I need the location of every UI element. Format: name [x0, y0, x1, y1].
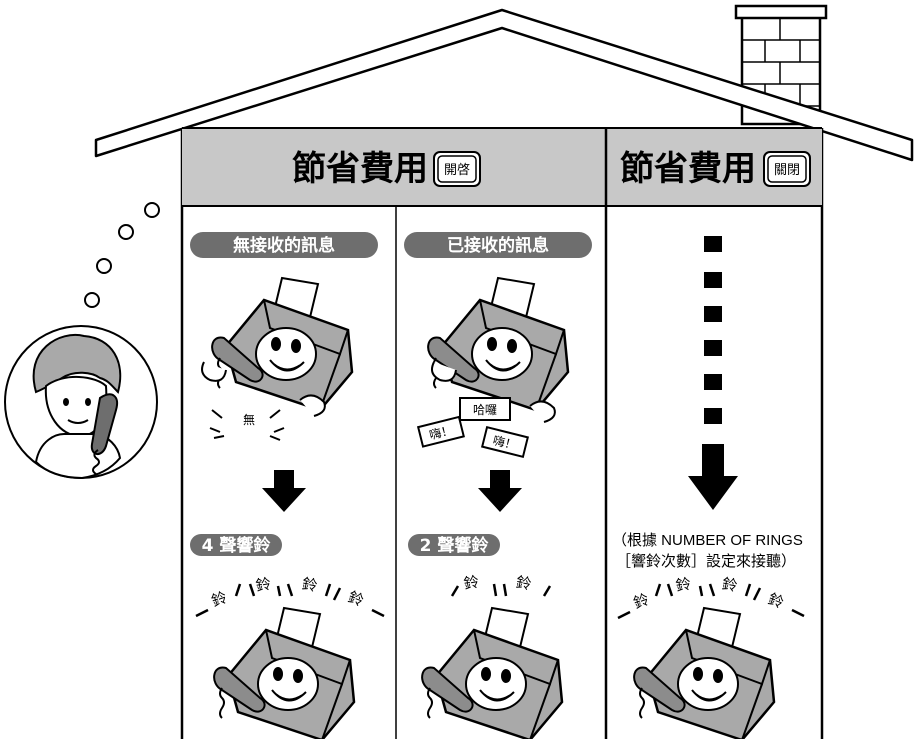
- hand-right-2: [529, 400, 556, 423]
- badge-on-frame: [433, 151, 481, 187]
- fax-machine-1: [210, 276, 354, 412]
- svg-text:鈴: 鈴: [462, 573, 480, 593]
- fax-machine-3: [632, 606, 776, 739]
- fax-machine-1b: [212, 606, 356, 739]
- silence-marks: [209, 409, 285, 441]
- hand-right-1: [299, 394, 326, 417]
- hand-left-1: [201, 361, 227, 382]
- thought-bubbles: [84, 202, 160, 308]
- section-title-on: 節省費用: [292, 149, 428, 189]
- svg-text:鈴: 鈴: [631, 590, 651, 612]
- svg-text:鈴: 鈴: [346, 588, 366, 610]
- section-title-off: 節省費用: [620, 149, 756, 189]
- callout-hi-left: 嗨！: [416, 415, 465, 448]
- badge-off-frame: [763, 151, 811, 187]
- pill-4-rings: [190, 534, 282, 556]
- rings-note-line2: ［響鈴次數］設定來接聽）: [616, 552, 796, 570]
- callout-hello: 哈囉: [459, 397, 511, 421]
- svg-text:鈴: 鈴: [515, 573, 533, 593]
- svg-text:鈴: 鈴: [209, 588, 229, 610]
- pill-no-message: [190, 232, 378, 258]
- pill-2-rings: [408, 534, 500, 556]
- svg-text:嗨！: 嗨！: [428, 423, 455, 442]
- fax-machine-2b: [420, 606, 564, 739]
- pill-message-received-label: 已接收的訊息: [447, 235, 549, 256]
- pill-message-received: [404, 232, 592, 258]
- svg-text:鈴: 鈴: [721, 575, 739, 595]
- pill-2-rings-label: 2 聲響鈴: [420, 535, 490, 556]
- ring-marks-3: 鈴 鈴 鈴 鈴: [617, 575, 805, 620]
- svg-text:鈴: 鈴: [301, 575, 319, 595]
- pill-no-message-label: 無接收的訊息: [233, 235, 335, 256]
- rings-note-line1: （根據 NUMBER OF RINGS: [612, 532, 803, 549]
- svg-text:鈴: 鈴: [766, 590, 786, 612]
- svg-text:鈴: 鈴: [674, 575, 692, 595]
- callout-hi-right: 嗨！: [480, 426, 530, 458]
- fax-machine-2: [426, 276, 570, 412]
- header-band: [182, 128, 822, 206]
- badge-on-label: 開啓: [444, 163, 470, 178]
- hand-left-2: [431, 361, 457, 382]
- svg-text:哈囉: 哈囉: [473, 403, 497, 417]
- svg-text:鈴: 鈴: [254, 575, 272, 595]
- arrow-down-2: [478, 470, 522, 512]
- svg-text:嗨！: 嗨！: [491, 433, 518, 452]
- arrow-down-1: [262, 470, 306, 512]
- ring-marks-2: 鈴 鈴: [450, 573, 552, 597]
- caller-portrait: [4, 325, 158, 480]
- badge-off-label: 關閉: [774, 163, 800, 178]
- house-roof: [94, 4, 914, 162]
- dotted-arrow: [688, 236, 738, 510]
- silence-text: 無: [243, 412, 255, 427]
- pill-4-rings-label: 4 聲響鈴: [202, 535, 272, 556]
- ring-marks-1: 鈴 鈴 鈴 鈴: [195, 575, 385, 618]
